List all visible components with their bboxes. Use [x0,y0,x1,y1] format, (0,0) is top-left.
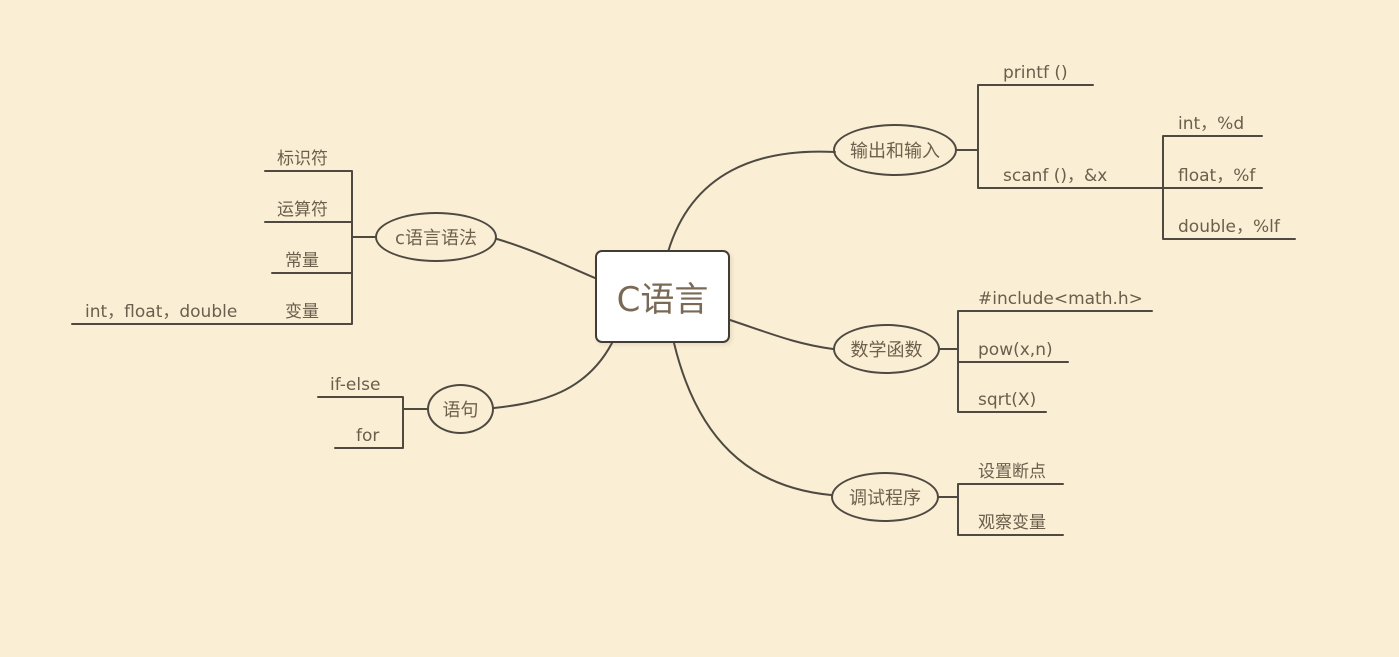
subtree-lines-syntax [71,170,376,325]
subtopic-printf[interactable]: printf () [1003,63,1068,83]
subtopic-int-format[interactable]: int，%d [1178,114,1245,134]
topic-math-functions[interactable]: 数学函数 [833,324,940,374]
subtopic-breakpoint[interactable]: 设置断点 [978,462,1046,482]
root-topic[interactable]: C语言 [595,250,730,343]
branch-line-io [667,150,836,253]
subtopic-variable-types[interactable]: int，float，double [85,302,238,322]
subtopic-include-math[interactable]: #include<math.h> [978,289,1143,309]
subtopic-operator[interactable]: 运算符 [277,200,328,220]
subtopic-double-format[interactable]: double，%lf [1178,217,1280,237]
topic-c-syntax[interactable]: c语言语法 [375,212,497,262]
branch-line-math [729,319,834,350]
subtopic-sqrt[interactable]: sqrt(X) [978,390,1037,410]
topic-debug-program[interactable]: 调试程序 [831,472,939,522]
subtree-lines-statement [317,396,428,449]
subtopic-float-format[interactable]: float，%f [1178,166,1256,186]
subtree-lines-io [956,84,1296,240]
subtopic-if-else[interactable]: if-else [330,375,381,395]
subtopic-scanf[interactable]: scanf ()，&x [1003,166,1108,186]
subtopic-constant[interactable]: 常量 [285,251,319,271]
subtopic-identifier[interactable]: 标识符 [277,149,328,169]
branch-line-syntax [496,238,596,279]
subtopic-pow[interactable]: pow(x,n) [978,340,1053,360]
branch-line-debug [673,342,832,496]
topic-output-input[interactable]: 输出和输入 [833,124,957,176]
subtree-lines-debug [938,483,1064,536]
branch-line-statement [493,342,613,409]
topic-statements[interactable]: 语句 [427,384,494,434]
subtree-lines-math [939,310,1153,413]
subtopic-for[interactable]: for [356,426,380,446]
subtopic-variable[interactable]: 变量 [285,302,319,322]
subtopic-watch-var[interactable]: 观察变量 [978,513,1046,533]
